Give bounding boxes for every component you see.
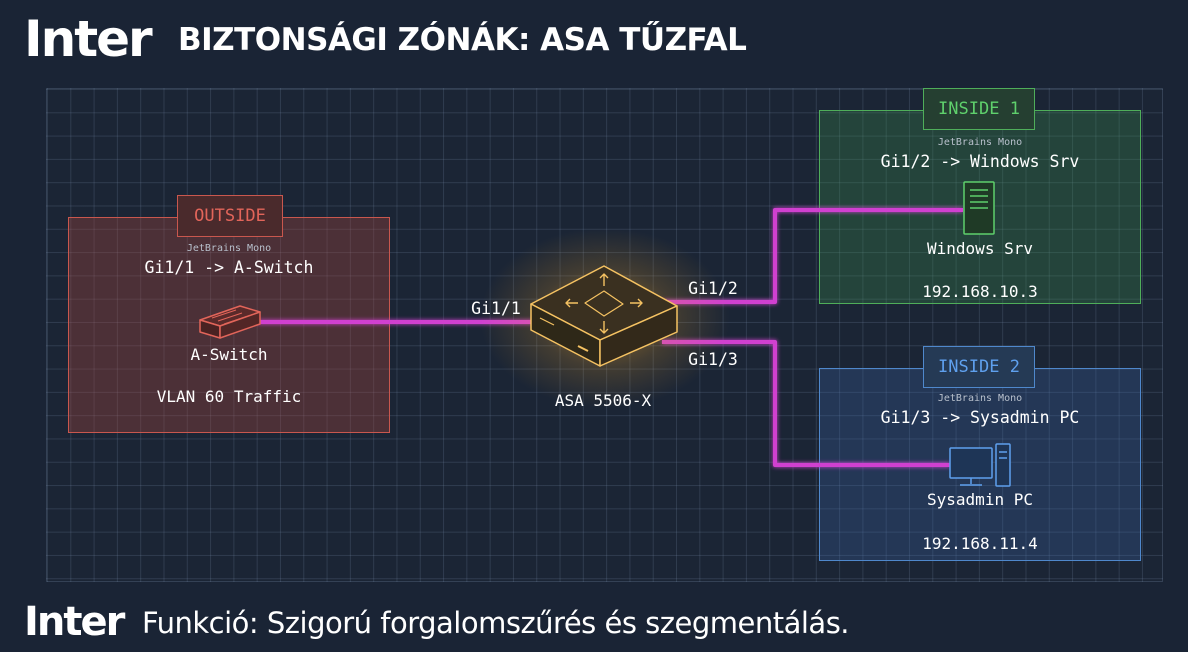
outside-font-note: JetBrains Mono: [186, 243, 272, 254]
port-gi1-2-label: Gi1/2: [688, 279, 738, 298]
inside-2-ip-label: 192.168.11.4: [922, 534, 1038, 553]
header: Inter BIZTONSÁGI ZÓNÁK: ASA TŰZFAL: [0, 0, 1188, 80]
outside-info-label: VLAN 60 Traffic: [156, 387, 302, 406]
desktop-pc-icon: [949, 443, 1011, 487]
zone-outside-badge: OUTSIDE: [177, 195, 283, 237]
inside-2-interface-label: Gi1/3 -> Sysadmin PC: [880, 408, 1080, 427]
port-gi1-3-label: Gi1/3: [688, 350, 738, 369]
network-switch-icon: [199, 305, 261, 339]
port-gi1-1-label: Gi1/1: [471, 299, 521, 318]
inside-2-font-note: JetBrains Mono: [937, 393, 1023, 404]
inside-1-font-note: JetBrains Mono: [937, 137, 1023, 148]
outside-interface-label: Gi1/1 -> A-Switch: [144, 258, 314, 277]
inside-2-device-label: Sysadmin PC: [927, 490, 1033, 509]
zone-inside-1-badge: INSIDE 1: [923, 88, 1035, 130]
footer-function-text: Funkció: Szigorú forgalomszűrés és szegm…: [142, 606, 850, 640]
diagram-grid: [46, 88, 1163, 582]
inside-1-ip-label: 192.168.10.3: [922, 282, 1038, 301]
page-title: BIZTONSÁGI ZÓNÁK: ASA TŰZFAL: [178, 22, 747, 58]
firewall-name-label: ASA 5506-X: [554, 391, 652, 410]
footer-brand-text: Inter: [24, 599, 125, 645]
zone-inside-2-badge: INSIDE 2: [923, 346, 1035, 388]
inside-1-interface-label: Gi1/2 -> Windows Srv: [880, 152, 1080, 171]
firewall-appliance-icon: [530, 265, 678, 367]
inside-1-device-label: Windows Srv: [927, 239, 1033, 258]
server-tower-icon: [963, 181, 995, 235]
outside-device-label: A-Switch: [190, 345, 268, 364]
brand-logo-text: Inter: [24, 10, 153, 68]
